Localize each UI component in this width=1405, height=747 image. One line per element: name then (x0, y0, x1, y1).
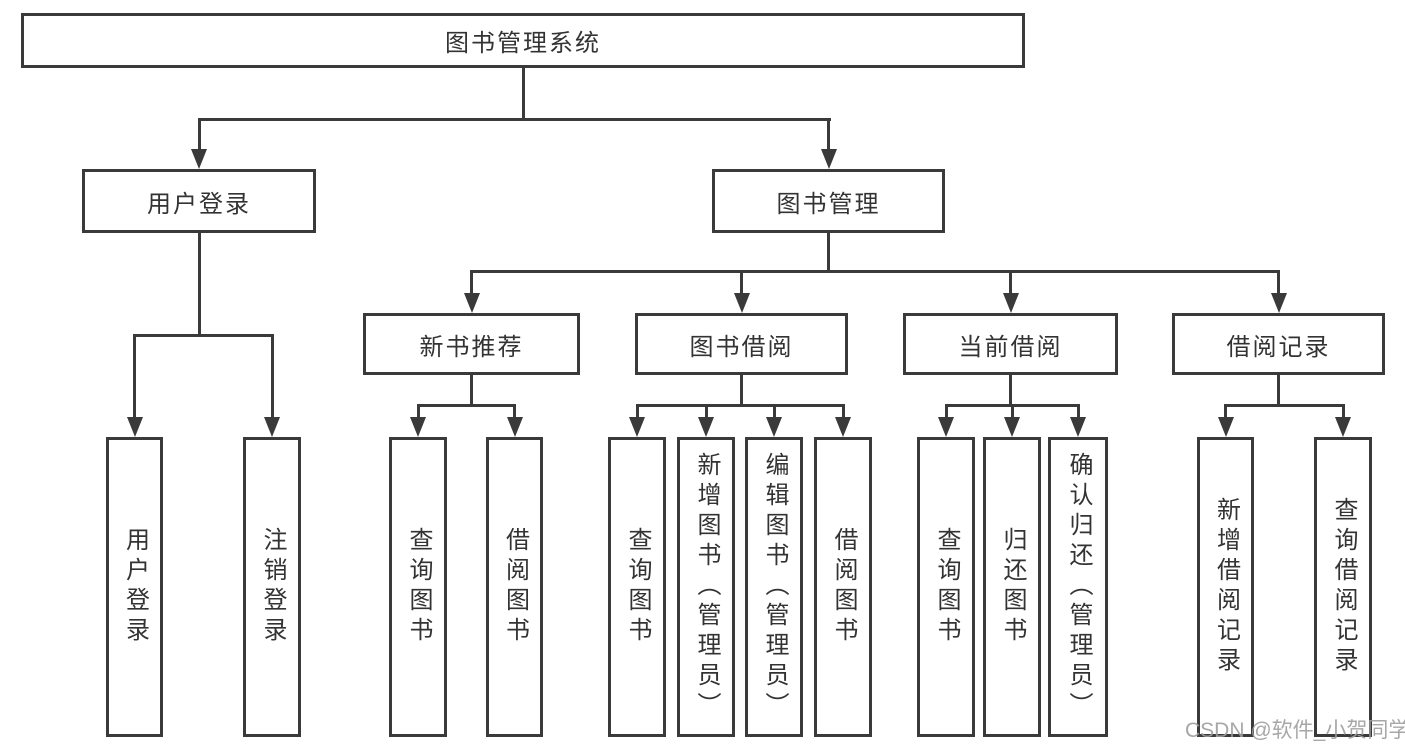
node-label: 用户登录 (147, 190, 251, 218)
arrow-down-icon (1002, 293, 1019, 313)
node-label: 当前借阅 (958, 333, 1063, 361)
leaf-edit-book-admin: 编辑图书（管理员） (745, 437, 803, 737)
leaf-label: 查询图书 (624, 527, 651, 647)
connector-line (827, 118, 830, 151)
connector-line (740, 375, 743, 406)
connector-line (470, 375, 473, 406)
connector-line (944, 404, 948, 419)
connector-line (740, 270, 743, 295)
connector-line (1076, 404, 1080, 419)
connector-line (635, 404, 845, 407)
leaf-add-book-admin: 新增图书（管理员） (677, 437, 735, 737)
leaf-label: 借阅图书 (830, 527, 857, 647)
leaf-label: 注销登录 (259, 527, 286, 647)
connector-line (416, 404, 420, 419)
arrow-down-icon (938, 417, 954, 437)
connector-line (416, 404, 516, 407)
arrow-down-icon (264, 417, 280, 437)
node-book-borrow: 图书借阅 (635, 313, 848, 375)
connector-line (1224, 404, 1344, 407)
leaf-label: 新增图书（管理员） (693, 452, 720, 722)
node-label: 图书管理 (776, 190, 881, 218)
leaf-query-book-recommend: 查询图书 (389, 437, 447, 737)
connector-line (1224, 404, 1227, 419)
connector-line (1341, 404, 1345, 419)
arrow-down-icon (835, 417, 851, 437)
leaf-borrow-book: 借阅图书 (814, 437, 872, 737)
arrow-down-icon (126, 417, 143, 437)
leaf-label: 确认归还（管理员） (1065, 452, 1092, 722)
node-label: 借阅记录 (1226, 333, 1331, 361)
connector-line (270, 334, 274, 419)
node-label: 新书推荐 (419, 333, 524, 361)
connector-line (1277, 375, 1280, 406)
leaf-label: 用户登录 (121, 527, 149, 647)
connector-line (827, 233, 830, 273)
leaf-query-book-current: 查询图书 (917, 437, 975, 737)
arrow-down-icon (463, 293, 480, 313)
arrow-down-icon (766, 417, 782, 437)
connector-line (197, 118, 201, 151)
connector-line (704, 404, 708, 419)
arrow-down-icon (1270, 293, 1287, 313)
connector-line (513, 404, 516, 419)
arrow-down-icon (1004, 417, 1020, 437)
arrow-down-icon (733, 293, 750, 313)
leaf-label: 查询借阅记录 (1330, 497, 1357, 677)
connector-line (197, 118, 831, 121)
node-user-login: 用户登录 (82, 169, 316, 233)
csdn-watermark: CSDN @软件_小贺同学 (1185, 719, 1405, 742)
leaf-query-borrow-record: 查询借阅记录 (1314, 437, 1372, 737)
leaf-label: 查询图书 (933, 527, 960, 647)
node-label: 图书借阅 (689, 333, 794, 361)
leaf-label: 查询图书 (405, 527, 432, 647)
connector-line (1009, 270, 1012, 295)
connector-line (1010, 404, 1014, 419)
leaf-add-borrow-record: 新增借阅记录 (1197, 437, 1254, 737)
arrow-down-icon (629, 417, 645, 437)
connector-line (635, 404, 639, 419)
leaf-return-book: 归还图书 (983, 437, 1041, 737)
node-book-management: 图书管理 (712, 169, 945, 233)
node-current-borrow: 当前借阅 (903, 313, 1118, 375)
node-new-book-recommend: 新书推荐 (363, 313, 580, 375)
leaf-label: 借阅图书 (501, 527, 529, 647)
arrow-down-icon (191, 149, 207, 169)
leaf-label: 新增借阅记录 (1212, 497, 1240, 677)
leaf-label: 编辑图书（管理员） (761, 452, 788, 722)
connector-line (470, 270, 473, 295)
connector-line (470, 270, 1280, 273)
arrow-down-icon (820, 149, 837, 169)
leaf-borrow-book-recommend: 借阅图书 (486, 437, 543, 737)
arrow-down-icon (1217, 417, 1234, 437)
connector-line (197, 233, 201, 337)
connector-line (1277, 270, 1280, 295)
arrow-down-icon (506, 417, 523, 437)
node-borrow-record: 借阅记录 (1172, 313, 1385, 375)
arrow-down-icon (698, 417, 714, 437)
leaf-label: 归还图书 (999, 527, 1026, 647)
connector-line (521, 68, 525, 121)
arrow-down-icon (1070, 417, 1086, 437)
leaf-logout: 注销登录 (243, 437, 301, 737)
node-label: 图书管理系统 (445, 30, 601, 57)
leaf-user-login: 用户登录 (106, 437, 163, 737)
node-root-library-system: 图书管理系统 (21, 13, 1025, 68)
leaf-query-book-borrow: 查询图书 (608, 437, 666, 737)
connector-line (1009, 375, 1012, 406)
connector-line (772, 404, 776, 419)
leaf-confirm-return-admin: 确认归还（管理员） (1048, 437, 1108, 737)
connector-line (133, 334, 136, 419)
arrow-down-icon (410, 417, 426, 437)
arrow-down-icon (1335, 417, 1351, 437)
connector-line (133, 334, 273, 337)
connector-line (841, 404, 845, 419)
